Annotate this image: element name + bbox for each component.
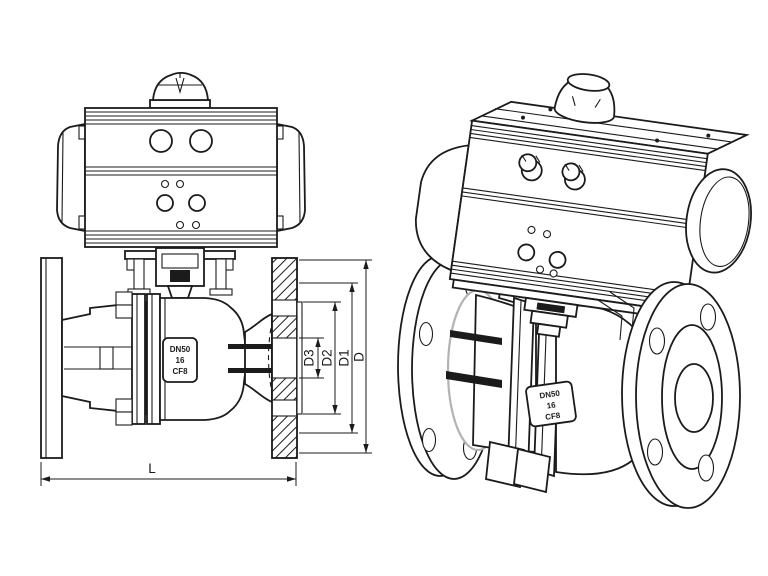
indicator-arrow-icon <box>175 73 185 95</box>
actuator-end-cap-right-iso <box>685 168 752 274</box>
tag-line-material: CF8 <box>545 411 562 422</box>
actuator-screw-holes-iso <box>517 225 567 278</box>
flange-left-front <box>40 257 63 459</box>
actuator-rib-lines <box>85 111 277 244</box>
dim-d1: D1 <box>337 283 355 433</box>
bolt-hole <box>648 327 666 355</box>
actuator-screw-holes <box>156 179 206 230</box>
tag-line-dn: DN50 <box>539 389 561 401</box>
bolt-hole <box>421 427 437 453</box>
actuator-end-cap-left <box>56 122 86 233</box>
valve-tag-iso: DN50 16 CF8 <box>525 380 577 428</box>
air-fitting-left <box>518 153 543 182</box>
actuator-front <box>56 71 306 248</box>
tag-line-pn: 16 <box>176 356 185 365</box>
tag-line-dn: DN50 <box>170 345 191 354</box>
air-port-holes <box>149 129 213 153</box>
actuator-front-face <box>448 119 709 314</box>
bolt-hole <box>697 454 715 482</box>
dim-d: D <box>352 260 369 453</box>
front-view: DN50 16 CF8 <box>40 71 372 486</box>
ball-valve-body-front <box>159 297 295 437</box>
bolt-hole <box>646 438 664 466</box>
bolt-hole <box>699 303 717 331</box>
dim-label-l: L <box>148 461 156 476</box>
bore-slot <box>446 371 502 388</box>
position-indicator-dome <box>149 71 211 109</box>
dim-l: L <box>41 461 296 482</box>
air-fitting-right <box>561 162 586 191</box>
bore <box>674 363 714 433</box>
dim-label-d2: D2 <box>320 349 335 366</box>
stem-coupling <box>155 247 205 299</box>
actuator-end-cap-right <box>276 122 306 233</box>
dim-label-d3: D3 <box>302 349 317 366</box>
dimensions: D3 D2 D1 D <box>40 259 372 486</box>
body-bolt-flange <box>115 291 161 426</box>
flange-right-iso <box>621 281 741 509</box>
valve-tag-front: DN50 16 CF8 <box>162 337 198 383</box>
dim-d3: D3 <box>302 338 321 378</box>
bolt-hole <box>418 321 434 347</box>
section-hatching <box>271 257 298 459</box>
flange-right-section <box>271 257 303 459</box>
dim-d2: D2 <box>320 302 338 414</box>
bore-slot <box>450 330 502 345</box>
pipe-neck-left <box>61 300 147 416</box>
dim-label-d1: D1 <box>337 349 352 366</box>
tag-line-pn: 16 <box>546 400 557 410</box>
valve-front: DN50 16 CF8 <box>40 257 303 459</box>
extension-lines <box>40 259 372 486</box>
dim-label-d: D <box>352 352 367 362</box>
tag-line-material: CF8 <box>172 367 188 376</box>
bracket-arm-iso <box>597 291 635 341</box>
mounting-bracket-front <box>124 247 236 299</box>
position-indicator-dome-iso <box>553 73 616 124</box>
actuator-iso <box>414 73 752 338</box>
iso-view: DN50 16 CF8 <box>397 73 752 509</box>
